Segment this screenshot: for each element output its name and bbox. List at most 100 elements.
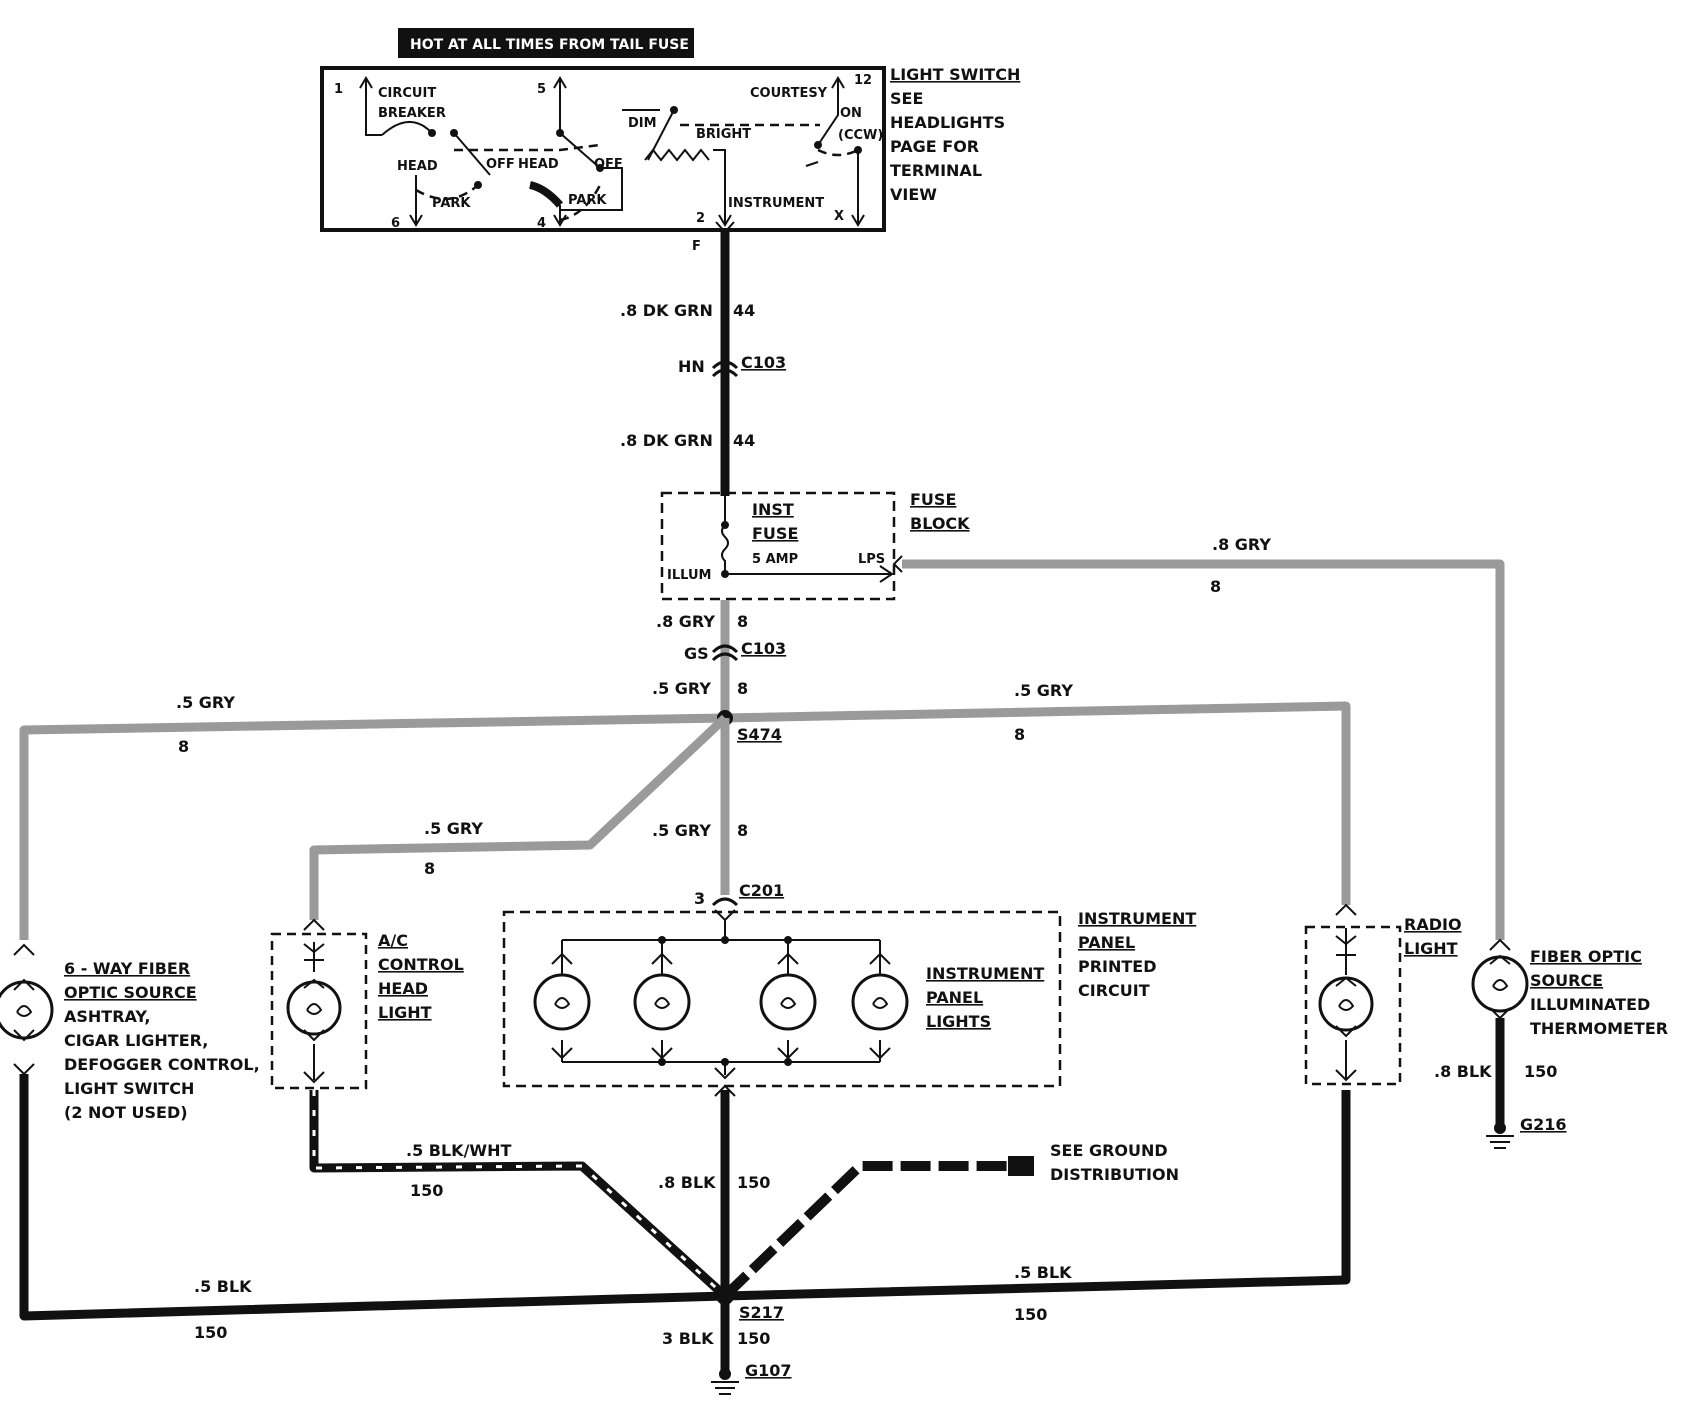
connector-c201 [711, 897, 739, 907]
switch-head-label-2: HEAD [518, 157, 559, 172]
see-ground-label-1: SEE GROUND [1050, 1141, 1168, 1160]
light-switch: 1 5 12 6 4 2 X CIRCUIT BREAKER HEAD OFF … [320, 66, 886, 232]
light-switch-note-4: TERMINAL [890, 161, 982, 180]
fuse-illum-label: ILLUM [667, 568, 711, 583]
switch-dim-label: DIM [628, 116, 657, 131]
fuse-lps-label: LPS [858, 552, 885, 567]
wire-main-ground-circuit: 150 [737, 1329, 770, 1348]
radio-light-bulb [1318, 903, 1374, 1082]
wire-gry-right [724, 701, 1351, 905]
wire-gry-lps-circuit: 8 [1210, 577, 1221, 596]
wire-f-label: F [692, 239, 701, 254]
fiber6-label-2: OPTIC SOURCE [64, 983, 197, 1002]
wire-gry-lps [902, 559, 1505, 940]
switch-terminal-4: 4 [537, 216, 546, 231]
light-switch-title: LIGHT SWITCH [890, 65, 1020, 84]
switch-circuit-label: CIRCUIT [378, 86, 436, 101]
wire-blk-left [19, 1074, 726, 1321]
banner-box [398, 28, 694, 58]
wire-gry-right-size: .5 GRY [1014, 681, 1073, 700]
wire-blk-wht-ac [309, 1090, 729, 1300]
ac-label-3: HEAD [378, 979, 428, 998]
wire-gry-right-circuit: 8 [1014, 725, 1025, 744]
wire-gry-lps-size: .8 GRY [1212, 535, 1271, 554]
wire-gry-ac-circuit: 8 [424, 859, 435, 878]
wire-dk-grn-size-1: .8 DK GRN [620, 301, 713, 320]
light-switch-note-5: VIEW [890, 185, 937, 204]
ground-g107-symbol [711, 1368, 739, 1395]
switch-bright-label: BRIGHT [696, 127, 751, 142]
switch-instrument-label: INSTRUMENT [728, 196, 824, 211]
wire-blk-right-size: .5 BLK [1014, 1263, 1072, 1282]
ip-circuit-wiring [562, 909, 880, 1080]
banner-label: HOT AT ALL TIMES FROM TAIL FUSE [410, 37, 689, 53]
ac-light-box [270, 932, 368, 1090]
fiber-optic-label-1: FIBER OPTIC [1530, 947, 1642, 966]
wire-dk-grn-size-2: .8 DK GRN [620, 431, 713, 450]
wire-blk-ip-size: .8 BLK [658, 1173, 716, 1192]
fiber6-label-7: (2 NOT USED) [64, 1103, 188, 1122]
fuse-element [721, 496, 729, 574]
wire-main-ground-size: 3 BLK [662, 1329, 714, 1348]
connector-c103-top-pin: HN [678, 357, 705, 376]
switch-terminal-5: 5 [537, 82, 546, 97]
ip-light-bulb-2 [633, 940, 691, 1062]
connector-c103-bottom-pin: GS [684, 644, 709, 663]
ac-label-1: A/C [378, 931, 408, 950]
fuse-name-2: FUSE [752, 524, 798, 543]
switch-terminal-1: 1 [334, 82, 343, 97]
ground-g216-label: G216 [1520, 1115, 1567, 1134]
splice-s474-label: S474 [737, 725, 782, 744]
wire-gry-s474-size: .5 GRY [652, 679, 711, 698]
light-switch-box [320, 66, 886, 232]
fuse-block-box [660, 491, 896, 601]
switch-breaker-label: BREAKER [378, 106, 446, 121]
switch-park-label-1: PARK [432, 196, 471, 211]
wire-gry-down-circuit: 8 [737, 612, 748, 631]
wire-blk-ip-circuit: 150 [737, 1173, 770, 1192]
wire-gry-ip-size: .5 GRY [652, 821, 711, 840]
connector-c201-label: C201 [739, 881, 784, 900]
wire-gry-left-circuit: 8 [178, 737, 189, 756]
wire-gry-ip-circuit: 8 [737, 821, 748, 840]
switch-terminal-12: 12 [854, 73, 872, 88]
ip-circuit-label-1: INSTRUMENT [1078, 909, 1196, 928]
ac-light-bulb [286, 918, 342, 1084]
switch-terminal-2: 2 [696, 211, 705, 226]
connector-c103-bottom [711, 644, 739, 662]
switch-on-label: ON [840, 106, 862, 121]
fiber6-label-5: DEFOGGER CONTROL, [64, 1055, 260, 1074]
wire-ground-distribution [721, 1161, 1008, 1300]
fiber-optic-label-2: SOURCE [1530, 971, 1603, 990]
ip-lights-label-3: LIGHTS [926, 1012, 991, 1031]
connector-c103-bottom-label: C103 [741, 639, 786, 658]
ip-circuit-label-4: CIRCUIT [1078, 981, 1150, 1000]
fiber-optic-label-3: ILLUMINATED [1530, 995, 1650, 1014]
fuse-name-1: INST [752, 500, 794, 519]
fuse-block-title-2: BLOCK [910, 514, 970, 533]
see-ground-label-2: DISTRIBUTION [1050, 1165, 1179, 1184]
wire-gry-down-size: .8 GRY [656, 612, 715, 631]
switch-head-label-1: HEAD [397, 159, 438, 174]
switch-off-label-1: OFF [486, 157, 515, 172]
wire-gry-ac [309, 714, 729, 920]
radio-light-box [1304, 925, 1402, 1086]
ground-g107-label: G107 [745, 1361, 792, 1380]
wire-blk-left-size: .5 BLK [194, 1277, 252, 1296]
wire-dk-grn-circuit-2: 44 [733, 431, 755, 450]
ip-circuit-box [502, 910, 1062, 1088]
light-switch-note-2: HEADLIGHTS [890, 113, 1005, 132]
wire-dk-grn-circuit-1: 44 [733, 301, 755, 320]
fiber6-label-1: 6 - WAY FIBER [64, 959, 190, 978]
fiber-6way-bulb [0, 943, 54, 1076]
radio-label-2: LIGHT [1404, 939, 1458, 958]
ip-circuit-label-2: PANEL [1078, 933, 1135, 952]
fuse-block-title-1: FUSE [910, 490, 956, 509]
ip-light-bulb-1 [533, 940, 591, 1062]
switch-terminal-x: X [834, 209, 844, 224]
wire-fiber-ground-circuit: 150 [1524, 1062, 1557, 1081]
switch-ccw-label: (CCW) [838, 128, 883, 143]
wire-blk-wht-circuit: 150 [410, 1181, 443, 1200]
light-switch-note-3: PAGE FOR [890, 137, 979, 156]
